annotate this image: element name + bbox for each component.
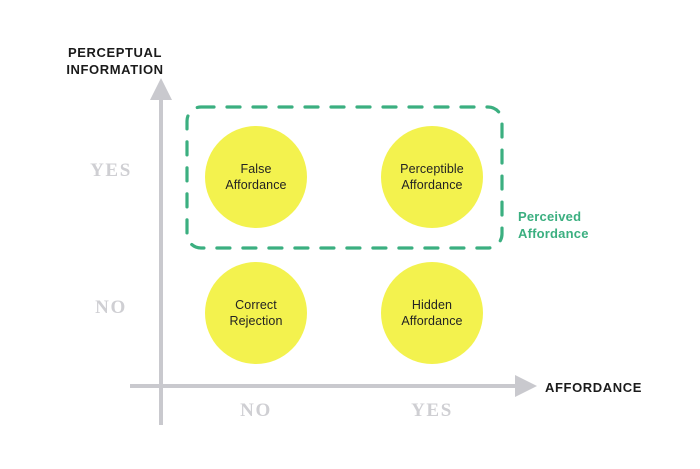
- perceived-affordance-group-outline: [185, 105, 504, 250]
- y-axis-tick-yes: YES: [90, 160, 132, 181]
- quadrant-bubble-hidden-affordance: Hidden Affordance: [381, 262, 483, 364]
- perceived-affordance-group-label: Perceived Affordance: [518, 209, 589, 241]
- quadrant-bubble-perceptible-affordance: Perceptible Affordance: [381, 126, 483, 228]
- quadrant-label: Hidden Affordance: [401, 298, 463, 328]
- quadrant-bubble-correct-rejection: Correct Rejection: [205, 262, 307, 364]
- quadrant-label: False Affordance: [225, 162, 287, 192]
- y-axis-title: PERCEPTUAL INFORMATION: [66, 45, 164, 77]
- x-axis-title: AFFORDANCE: [545, 380, 642, 395]
- x-axis-arrowhead: [515, 375, 537, 397]
- y-axis-tick-no: NO: [95, 297, 127, 318]
- x-axis-tick-no: NO: [240, 400, 272, 421]
- x-axis-tick-yes: YES: [411, 400, 453, 421]
- quadrant-label: Perceptible Affordance: [400, 162, 464, 192]
- quadrant-label: Correct Rejection: [229, 298, 283, 328]
- y-axis-arrowhead: [150, 78, 172, 100]
- quadrant-bubble-false-affordance: False Affordance: [205, 126, 307, 228]
